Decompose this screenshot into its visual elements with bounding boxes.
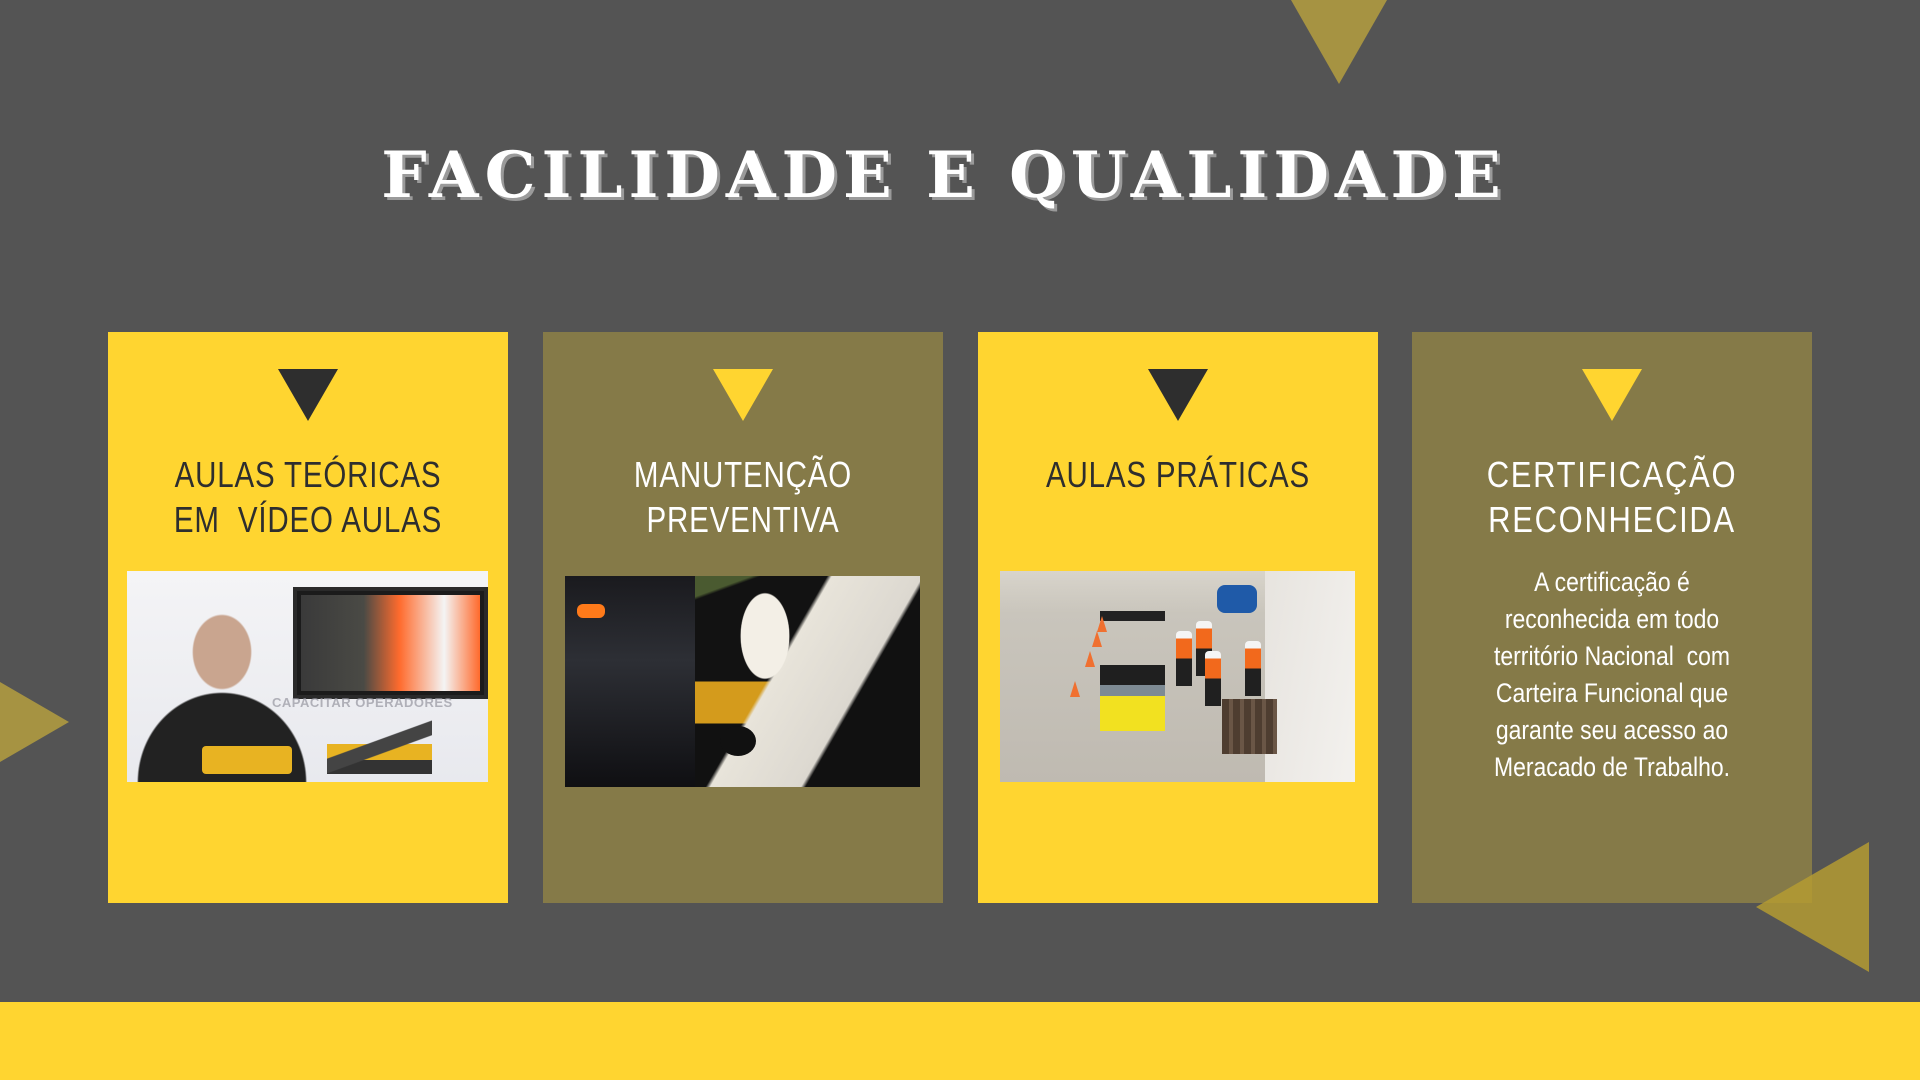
- grader-model: [202, 746, 292, 774]
- card-aulas-teoricas: AULAS TEÓRICAS EM VÍDEO AULAS CAPACITAR …: [108, 332, 508, 903]
- description-line: reconhecida em todo: [1504, 604, 1720, 634]
- card-title: CERTIFICAÇÃO RECONHECIDA: [1406, 452, 1819, 542]
- oil-cap: [577, 604, 605, 618]
- card-title: AULAS TEÓRICAS EM VÍDEO AULAS: [111, 452, 505, 542]
- maintenance-photo: [565, 576, 920, 787]
- card-title: MANUTENÇÃO PREVENTIVA: [546, 452, 940, 542]
- card-title-line-2: EM VÍDEO AULAS: [173, 499, 443, 540]
- down-triangle-icon: [713, 369, 773, 421]
- yard-wall: [1265, 571, 1355, 782]
- watermark-text: CAPACITAR OPERADORES: [272, 695, 453, 710]
- description-line: território Nacional com: [1494, 641, 1730, 671]
- page-title: FACILIDADE E QUALIDADE: [381, 138, 1507, 213]
- card-description: A certificação é reconhecida em todo ter…: [1408, 564, 1816, 786]
- worker: [1205, 651, 1221, 706]
- card-certificacao-reconhecida: CERTIFICAÇÃO RECONHECIDA A certificação …: [1412, 332, 1812, 903]
- card-title-line-1: MANUTENÇÃO: [633, 454, 853, 495]
- description-line: garante seu acesso ao: [1495, 715, 1729, 745]
- footer-bar: [0, 1002, 1920, 1080]
- traffic-cone: [1092, 631, 1102, 647]
- pallet: [1222, 699, 1277, 754]
- decorative-triangle-left: [0, 682, 69, 762]
- water-tank: [1217, 585, 1257, 613]
- decorative-triangle-right: [1756, 842, 1869, 972]
- oil-filter: [720, 726, 756, 756]
- worker: [1176, 631, 1192, 686]
- worker: [1245, 641, 1261, 696]
- video-screen: [293, 587, 488, 699]
- card-title-line-2: PREVENTIVA: [646, 499, 840, 540]
- video-lesson-photo: CAPACITAR OPERADORES: [127, 571, 488, 782]
- practical-lesson-photo: [1000, 571, 1355, 782]
- card-title-line-1: CERTIFICAÇÃO: [1486, 454, 1738, 495]
- card-title-line-1: AULAS PRÁTICAS: [1045, 454, 1311, 495]
- down-triangle-icon: [278, 369, 338, 421]
- card-manutencao-preventiva: MANUTENÇÃO PREVENTIVA: [543, 332, 943, 903]
- description-line: Carteira Funcional que: [1495, 678, 1729, 708]
- traffic-cone: [1070, 681, 1080, 697]
- card-title-line-1: AULAS TEÓRICAS: [174, 454, 442, 495]
- down-triangle-icon: [1148, 369, 1208, 421]
- down-triangle-icon: [1582, 369, 1642, 421]
- description-line: A certificação é: [1534, 567, 1690, 597]
- forklift: [1100, 611, 1165, 731]
- traffic-cone: [1085, 651, 1095, 667]
- traffic-cone: [1097, 616, 1107, 632]
- decorative-triangle-top: [1291, 0, 1387, 84]
- card-title: AULAS PRÁTICAS: [981, 452, 1375, 497]
- description-line: Meracado de Trabalho.: [1493, 752, 1731, 782]
- card-aulas-praticas: AULAS PRÁTICAS: [978, 332, 1378, 903]
- excavator-model: [327, 714, 432, 774]
- card-title-line-2: RECONHECIDA: [1488, 499, 1736, 540]
